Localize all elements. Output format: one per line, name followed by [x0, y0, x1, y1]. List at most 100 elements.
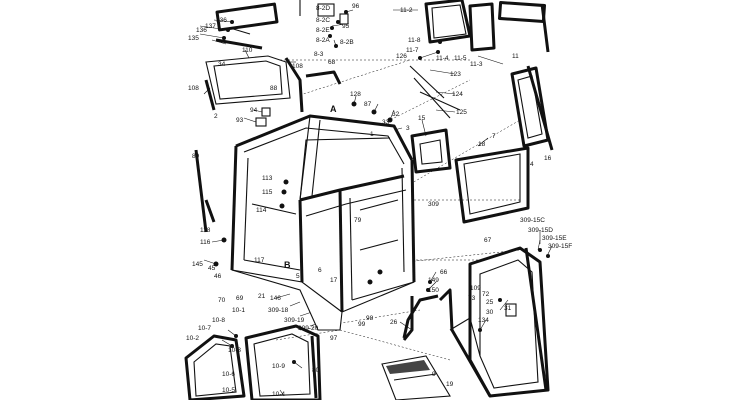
label-309-19: 309-19: [284, 317, 305, 324]
label-10-3: 10-3: [228, 347, 241, 354]
label-309: 309: [428, 201, 439, 208]
label-87: 87: [364, 101, 372, 108]
label-10-2: 10-2: [186, 335, 199, 342]
label-126: 126: [396, 53, 407, 60]
label-10-9: 10-9: [272, 363, 285, 370]
door-sill-strip: [381, 355, 451, 400]
label-26: 26: [390, 319, 398, 326]
label-1: 1: [370, 131, 374, 138]
label-93: 93: [236, 117, 244, 124]
label-11-2: 11-2: [400, 7, 413, 14]
label-117: 117: [254, 257, 265, 264]
label-8-3: 8-3: [314, 51, 324, 58]
top-left-window-assembly: [204, 2, 342, 113]
part-number-labels: 135 136 137 136 8-2D 8-2C 8-2E 8-2A 8-2B…: [186, 3, 572, 398]
label-a: A: [330, 104, 337, 114]
label-94: 94: [250, 107, 258, 114]
label-10-7: 10-7: [198, 325, 211, 332]
label-70: 70: [218, 297, 226, 304]
label-10-6: 10-6: [222, 371, 235, 378]
label-135: 135: [188, 35, 199, 42]
label-30: 30: [486, 309, 494, 316]
label-45: 45: [208, 265, 216, 272]
label-80: 80: [312, 367, 320, 374]
label-108: 108: [188, 85, 199, 92]
label-309-15f: 309-15F: [548, 243, 572, 250]
label-79: 79: [354, 217, 362, 224]
label-32: 32: [392, 111, 400, 118]
label-4: 4: [530, 161, 534, 168]
label-69: 69: [236, 295, 244, 302]
label-99: 99: [358, 321, 366, 328]
label-309-15e: 309-15E: [542, 235, 567, 242]
label-11-3: 11-3: [470, 61, 483, 68]
label-17: 17: [330, 277, 338, 284]
label-15: 15: [418, 115, 426, 122]
label-72: 72: [482, 291, 490, 298]
label-97: 97: [330, 335, 338, 342]
label-114: 114: [256, 207, 267, 214]
label-16: 16: [544, 155, 552, 162]
label-68: 68: [328, 59, 336, 66]
hinge-small-parts: [299, 0, 349, 48]
label-95: 95: [342, 23, 350, 30]
grab-handle: [402, 294, 439, 339]
rear-glass-18: [454, 146, 530, 224]
label-11-4: 11-4: [436, 55, 449, 62]
cab-main-frame: [194, 114, 416, 331]
label-309-15d: 309-15D: [528, 227, 553, 234]
label-33: 33: [382, 119, 390, 126]
label-124: 124: [452, 91, 463, 98]
label-31: 31: [504, 305, 512, 312]
label-128: 128: [350, 91, 361, 98]
small-glass-15: [410, 128, 452, 174]
label-309-18: 309-18: [268, 307, 289, 314]
label-25: 25: [486, 299, 494, 306]
label-115: 115: [262, 189, 273, 196]
label-8-2b: 8-2B: [340, 39, 354, 46]
label-11-5: 11-5: [454, 55, 467, 62]
label-116: 116: [200, 239, 211, 246]
label-98: 98: [366, 315, 374, 322]
label-149: 149: [428, 277, 439, 284]
label-8-2c: 8-2C: [316, 17, 330, 24]
label-125: 125: [456, 109, 467, 116]
label-123: 123: [450, 71, 461, 78]
label-b: B: [284, 260, 291, 270]
label-6: 6: [318, 267, 322, 274]
label-136: 136: [196, 27, 207, 34]
label-309-15c: 309-15C: [520, 217, 545, 224]
label-88: 88: [270, 85, 278, 92]
label-46: 46: [214, 273, 222, 280]
label-66: 66: [440, 269, 448, 276]
right-door-assembly: [402, 246, 550, 398]
label-108: 108: [292, 63, 303, 70]
label-118: 118: [200, 227, 211, 234]
label-146: 146: [270, 295, 281, 302]
label-10-5: 10-5: [222, 387, 235, 394]
label-9: 9: [432, 371, 436, 378]
label-34: 34: [218, 61, 226, 68]
label-8-2d: 8-2D: [316, 5, 330, 12]
label-136: 136: [216, 17, 227, 24]
label-150: 150: [428, 287, 439, 294]
label-8-2a: 8-2A: [316, 37, 330, 44]
label-11: 11: [512, 53, 519, 60]
label-134: 134: [478, 317, 489, 324]
top-right-window-frame: [409, 0, 550, 119]
label-309-20: 309-20: [298, 325, 319, 332]
label-109: 109: [470, 285, 481, 292]
label-8-2e: 8-2E: [316, 27, 330, 34]
label-137: 137: [205, 23, 216, 30]
label-7: 7: [492, 133, 496, 140]
right-side-window: [510, 65, 554, 151]
label-73: 73: [468, 295, 476, 302]
label-3: 3: [406, 125, 410, 132]
label-19: 19: [446, 381, 454, 388]
label-67: 67: [484, 237, 492, 244]
label-10-1: 10-1: [232, 307, 245, 314]
label-113: 113: [262, 175, 273, 182]
label-2: 2: [214, 113, 218, 120]
label-11-8: 11-8: [408, 37, 421, 44]
